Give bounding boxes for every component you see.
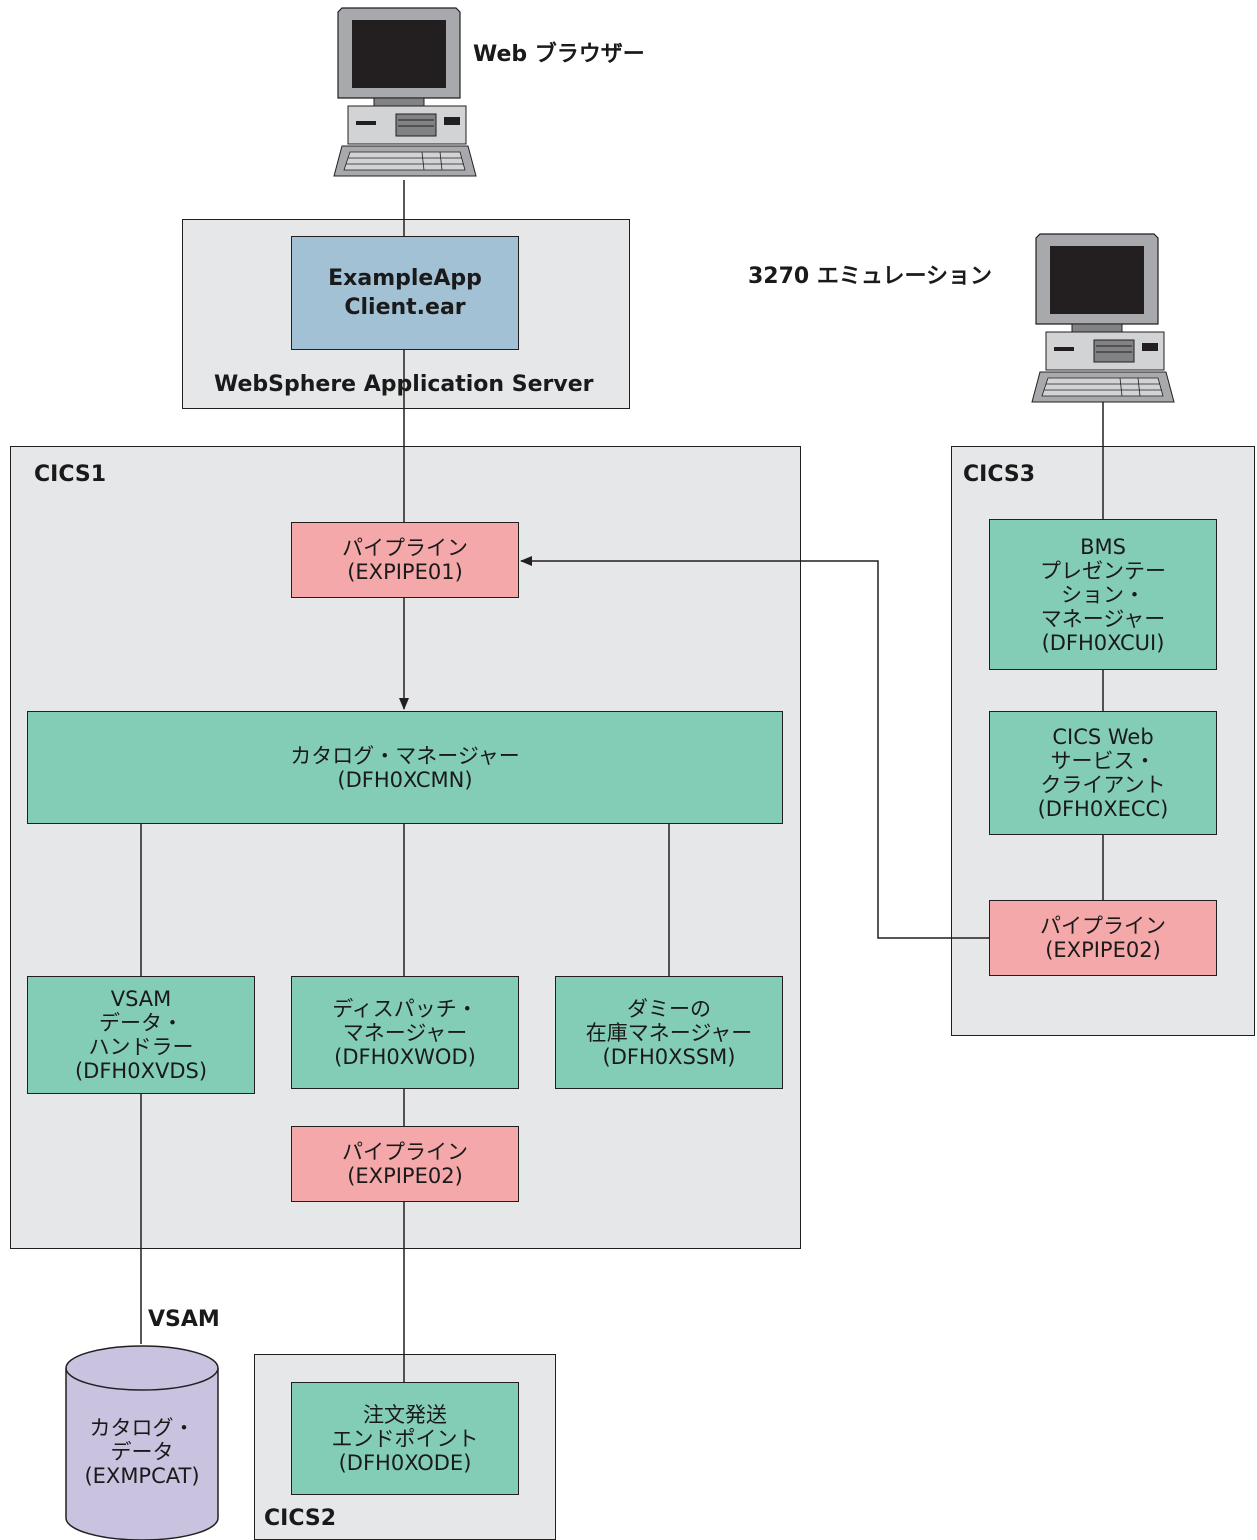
arrow-cics3-pipeline-to-cics1-pipeline [520,556,989,939]
stock-manager-line-2: 在庫マネージャー [585,1020,753,1045]
endpoint-id: (DFH0XODE) [338,1450,472,1475]
bms-id: (DFH0XCUI) [1041,630,1165,655]
bms-line-1: BMS [1080,534,1126,559]
catalog-manager-label: カタログ・マネージャー [290,743,520,768]
pipeline-label: パイプライン [1040,914,1166,938]
vsam-access-label: VSAM [148,1307,220,1332]
pipeline-id: (EXPIPE02) [347,1164,463,1188]
emulator-label: 3270 エミュレーション [748,264,993,289]
vsam-data-handler-box: VSAM データ・ ハンドラー (DFH0XVDS) [27,976,255,1094]
was-label: WebSphere Application Server [214,372,594,397]
ws-client-line-2: サービス・ [1050,749,1156,773]
pipeline-label: パイプライン [342,536,468,560]
web-browser-computer-icon [333,7,477,177]
stock-manager-id: (DFH0XSSM) [602,1044,736,1069]
browser-label: Web ブラウザー [473,42,645,67]
order-dispatch-endpoint-box: 注文発送 エンドポイント (DFH0XODE) [291,1382,519,1495]
ear-line-2: Client.ear [344,295,466,320]
datastore-line-2: データ [110,1440,174,1464]
catalog-datastore-label: カタログ・ データ (EXMPCAT) [64,1398,220,1506]
vsam-handler-id: (DFH0XVDS) [74,1059,208,1083]
ws-client-line-1: CICS Web [1052,725,1154,749]
pipeline-id: (EXPIPE01) [347,560,463,584]
dispatch-manager-box: ディスパッチ・ マネージャー (DFH0XWOD) [291,976,519,1089]
bms-line-2: プレゼンテー [1040,558,1166,583]
vsam-handler-line-1: VSAM [110,987,172,1011]
dispatch-manager-id: (DFH0XWOD) [334,1044,476,1069]
bms-line-4: マネージャー [1040,606,1166,631]
vsam-handler-line-2: データ・ [99,1011,183,1035]
web-service-client-box: CICS Web サービス・ クライアント (DFH0XECC) [989,711,1217,835]
vsam-handler-line-3: ハンドラー [88,1035,194,1059]
datastore-line-1: カタログ・ [89,1416,195,1440]
cics1-pipeline-expipe02: パイプライン (EXPIPE02) [291,1126,519,1202]
cics3-label: CICS3 [963,462,1036,487]
bms-line-3: ション・ [1061,582,1145,607]
cics3-pipeline-expipe02: パイプライン (EXPIPE02) [989,900,1217,976]
cics2-label: CICS2 [264,1506,337,1531]
catalog-datastore-cylinder [65,1345,219,1540]
dispatch-manager-line-1: ディスパッチ・ [332,996,478,1021]
dummy-stock-manager-box: ダミーの 在庫マネージャー (DFH0XSSM) [555,976,783,1089]
pipeline-id: (EXPIPE02) [1045,938,1161,962]
endpoint-line-1: 注文発送 [363,1402,447,1427]
ws-client-id: (DFH0XECC) [1037,797,1169,821]
cics1-pipeline-expipe01: パイプライン (EXPIPE01) [291,522,519,598]
endpoint-line-2: エンドポイント [331,1426,479,1451]
cics1-label: CICS1 [34,462,107,487]
stock-manager-line-1: ダミーの [627,996,711,1021]
ws-client-line-3: クライアント [1040,773,1166,797]
example-app-ear-box: ExampleApp Client.ear [291,236,519,350]
datastore-id: (EXMPCAT) [84,1464,200,1488]
terminal-emulator-computer-icon [1031,233,1175,403]
pipeline-label: パイプライン [342,1140,468,1164]
ear-line-1: ExampleApp [328,266,482,291]
dispatch-manager-line-2: マネージャー [342,1020,468,1045]
bms-presentation-manager-box: BMS プレゼンテー ション・ マネージャー (DFH0XCUI) [989,519,1217,670]
catalog-manager-box: カタログ・マネージャー (DFH0XCMN) [27,711,783,824]
catalog-manager-id: (DFH0XCMN) [337,767,473,792]
